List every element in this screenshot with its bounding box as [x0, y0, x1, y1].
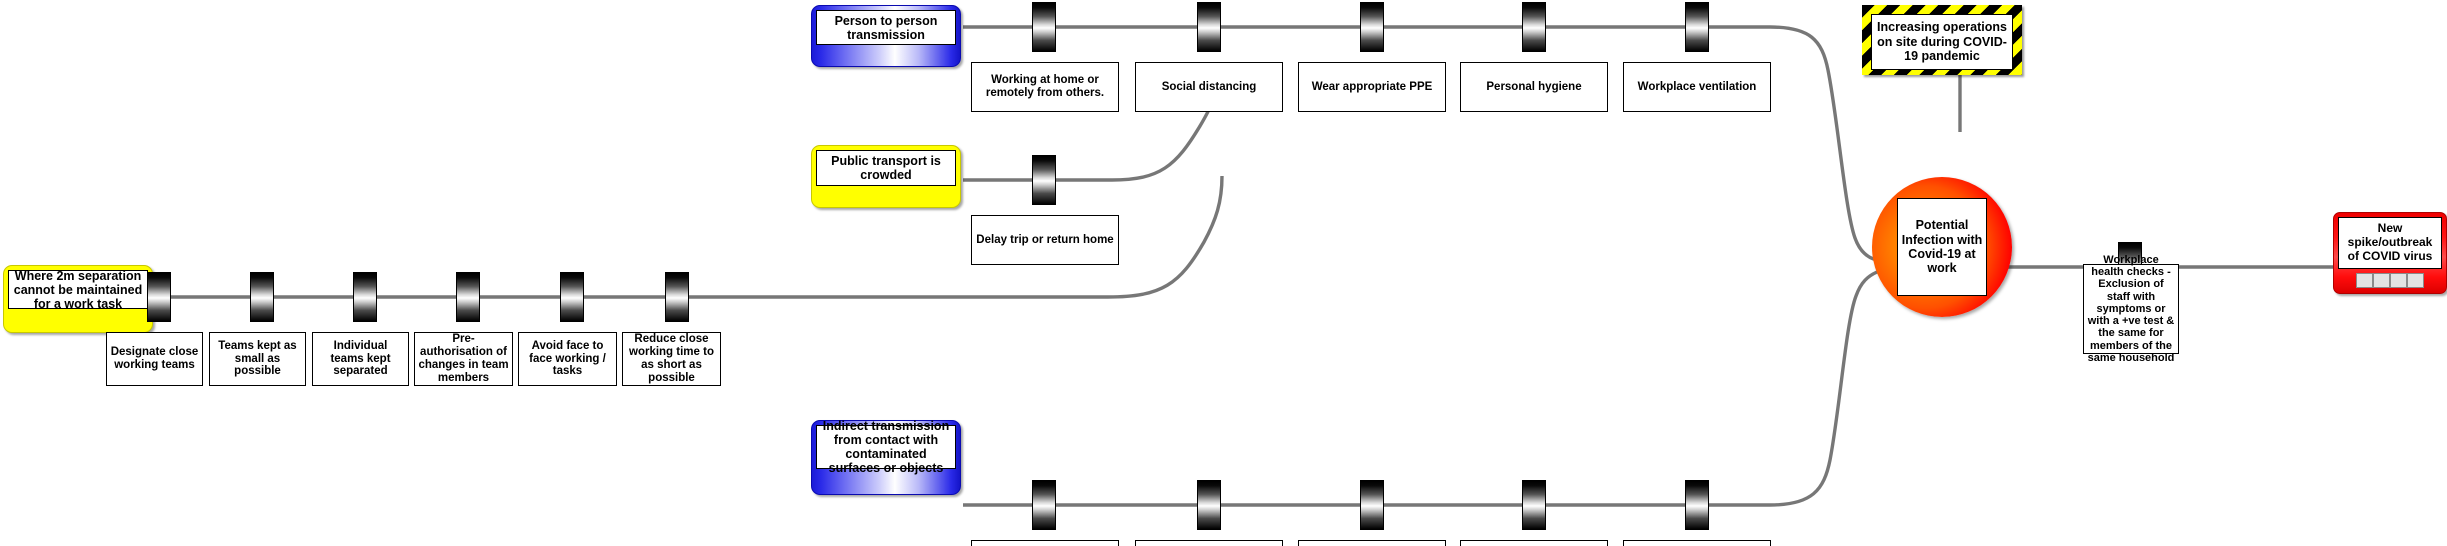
- barrier-icon[interactable]: [1685, 2, 1709, 52]
- barrier-icon[interactable]: [1360, 2, 1384, 52]
- hazard-label: Increasing operations on site during COV…: [1871, 14, 2013, 70]
- barrier-icon[interactable]: [147, 272, 171, 322]
- severity-pip: [2356, 273, 2373, 288]
- control-box[interactable]: Workplace ventilation: [1623, 62, 1771, 112]
- control-box[interactable]: Working at home or remotely from others.: [971, 62, 1119, 112]
- control-box[interactable]: Reduce close working time to as short as…: [622, 332, 721, 386]
- barrier-icon[interactable]: [1032, 480, 1056, 530]
- severity-pip: [2407, 273, 2424, 288]
- threat-label: Person to person transmission: [816, 10, 956, 46]
- control-box[interactable]: Personal hygiene: [1135, 540, 1283, 546]
- severity-pip: [2373, 273, 2390, 288]
- recovery-control-box[interactable]: Workplace health checks - Exclusion of s…: [2083, 254, 2179, 364]
- barrier-icon[interactable]: [1685, 480, 1709, 530]
- threat-box-indirect-transmission[interactable]: Indirect transmission from contact with …: [811, 419, 961, 495]
- control-box[interactable]: Personal hygiene: [1460, 62, 1608, 112]
- consequence-box[interactable]: New spike/outbreak of COVID virus: [2333, 212, 2447, 294]
- threat-label: Where 2m separation cannot be maintained…: [8, 269, 148, 311]
- control-box[interactable]: Workplace ventilation: [1623, 540, 1771, 546]
- control-box[interactable]: Workplace cleaning: [1460, 540, 1608, 546]
- control-box[interactable]: Working at home or remotely from others.: [971, 540, 1119, 546]
- barrier-icon[interactable]: [1522, 2, 1546, 52]
- barrier-icon[interactable]: [1197, 480, 1221, 530]
- top-event-circle[interactable]: Potential Infection with Covid-19 at wor…: [1872, 177, 2012, 317]
- threat-label: Indirect transmission from contact with …: [816, 419, 956, 475]
- control-box[interactable]: Wear appropriate PPE: [1298, 62, 1446, 112]
- barrier-icon[interactable]: [456, 272, 480, 322]
- barrier-icon[interactable]: [1522, 480, 1546, 530]
- threat-box-2m-separation[interactable]: Where 2m separation cannot be maintained…: [3, 265, 153, 333]
- control-box[interactable]: Designate close working teams: [106, 332, 203, 386]
- control-box[interactable]: Pre-authorisation of changes in team mem…: [414, 332, 513, 386]
- control-box[interactable]: Social distancing: [1135, 62, 1283, 112]
- barrier-icon[interactable]: [353, 272, 377, 322]
- control-box[interactable]: Teams kept as small as possible: [209, 332, 306, 386]
- top-event-label: Potential Infection with Covid-19 at wor…: [1897, 198, 1987, 296]
- threat-label: Public transport is crowded: [816, 150, 956, 187]
- barrier-icon[interactable]: [250, 272, 274, 322]
- control-box[interactable]: Delay trip or return home: [971, 215, 1119, 265]
- barrier-icon[interactable]: [560, 272, 584, 322]
- barrier-icon[interactable]: [665, 272, 689, 322]
- severity-pips: [2338, 272, 2442, 289]
- control-box[interactable]: Avoid face to face working / tasks: [518, 332, 617, 386]
- consequence-label: New spike/outbreak of COVID virus: [2338, 217, 2442, 269]
- control-box[interactable]: Wear appropriate PPE: [1298, 540, 1446, 546]
- barrier-icon[interactable]: [1032, 2, 1056, 52]
- control-box[interactable]: Individual teams kept separated: [312, 332, 409, 386]
- barrier-icon[interactable]: [1032, 155, 1056, 205]
- threat-box-person-to-person[interactable]: Person to person transmission: [811, 5, 961, 67]
- hazard-box[interactable]: Increasing operations on site during COV…: [1862, 5, 2022, 75]
- severity-pip: [2390, 273, 2407, 288]
- threat-box-public-transport[interactable]: Public transport is crowded: [811, 145, 961, 208]
- barrier-icon[interactable]: [1360, 480, 1384, 530]
- barrier-icon[interactable]: [1197, 2, 1221, 52]
